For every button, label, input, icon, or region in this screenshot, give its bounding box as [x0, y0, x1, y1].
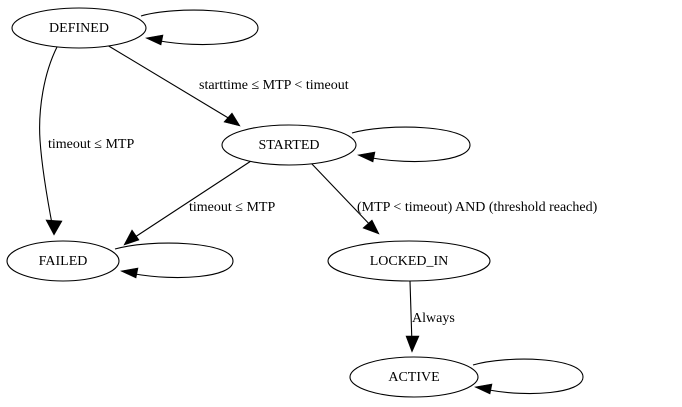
edge-started-to-failed-path — [128, 160, 252, 242]
edge-started-self-loop[interactable] — [351, 126, 471, 163]
node-failed-label: FAILED — [39, 254, 88, 269]
edge-defined-self-loop[interactable] — [140, 9, 259, 46]
edge-locked-in-to-active-path — [409, 280, 413, 346]
edge-started-self-arrowhead — [357, 151, 376, 163]
edge-started-to-failed[interactable]: timeout ≤ MTP — [123, 160, 275, 246]
edge-defined-to-failed-path — [39, 46, 58, 230]
edge-failed-self-arrowhead — [120, 267, 139, 279]
edge-defined-to-started[interactable]: starttime ≤ MTP < timeout — [106, 44, 349, 127]
edge-defined-to-started-label: starttime ≤ MTP < timeout — [199, 78, 349, 93]
node-started[interactable]: STARTED — [221, 124, 357, 166]
edge-defined-to-failed[interactable]: timeout ≤ MTP — [39, 46, 135, 236]
node-started-label: STARTED — [258, 138, 319, 153]
edge-locked-in-to-active[interactable]: Always — [405, 280, 455, 353]
edge-failed-self-loop[interactable] — [114, 242, 234, 279]
edge-defined-to-started-path — [106, 44, 236, 123]
edge-defined-to-failed-label: timeout ≤ MTP — [48, 137, 134, 152]
node-locked-in-ellipse — [327, 240, 491, 282]
node-locked-in-label: LOCKED_IN — [370, 254, 449, 269]
edge-defined-self-path — [140, 9, 259, 46]
edge-defined-self-arrowhead — [145, 34, 164, 46]
edge-defined-to-failed-arrowhead — [45, 219, 63, 236]
node-started-ellipse — [221, 124, 357, 166]
edge-started-to-locked-in-arrowhead — [362, 219, 380, 235]
node-failed[interactable]: FAILED — [6, 240, 120, 282]
node-active[interactable]: ACTIVE — [349, 356, 479, 398]
edge-started-to-failed-label: timeout ≤ MTP — [189, 200, 275, 215]
node-active-ellipse — [349, 356, 479, 398]
node-failed-ellipse — [6, 240, 120, 282]
edge-started-self-path — [351, 126, 471, 163]
node-locked-in[interactable]: LOCKED_IN — [327, 240, 491, 282]
edge-started-to-locked-in[interactable]: (MTP < timeout) AND (threshold reached) — [310, 162, 598, 235]
edge-failed-self-path — [114, 242, 234, 279]
edge-defined-to-started-arrowhead — [223, 112, 241, 127]
edge-locked-in-to-active-arrowhead — [405, 335, 420, 353]
edge-started-to-failed-arrowhead — [123, 229, 140, 246]
node-active-label: ACTIVE — [388, 370, 439, 385]
edge-locked-in-to-active-label: Always — [412, 311, 455, 326]
node-defined-ellipse — [11, 7, 147, 49]
edge-started-to-locked-in-path — [310, 162, 375, 230]
edge-started-to-locked-in-label: (MTP < timeout) AND (threshold reached) — [357, 200, 598, 215]
edge-active-self-arrowhead — [474, 383, 493, 395]
node-defined-label: DEFINED — [49, 21, 109, 36]
edge-active-self-loop[interactable] — [472, 358, 584, 395]
node-defined[interactable]: DEFINED — [11, 7, 147, 49]
edge-active-self-path — [472, 358, 584, 395]
